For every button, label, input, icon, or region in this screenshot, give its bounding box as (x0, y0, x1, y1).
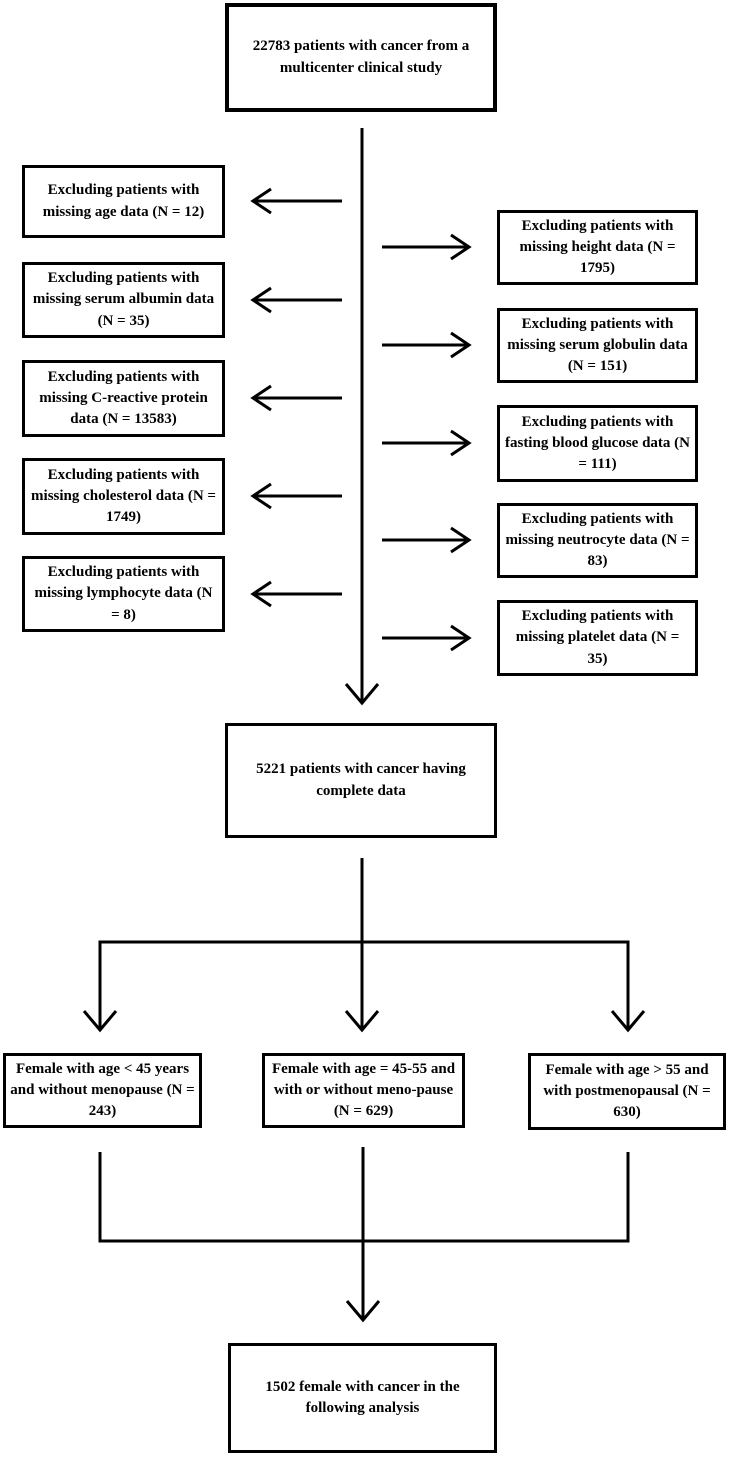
box-excl-serum-albumin: Excluding patients with missing serum al… (22, 262, 225, 338)
box-excl-serum-albumin-text: Excluding patients with missing serum al… (32, 270, 215, 329)
arrow-excl-serum-globulin (382, 331, 472, 359)
box-initial-cohort: 22783 patients with cancer from a multic… (225, 3, 497, 112)
arrow-excl-fasting-blood-glucose (382, 429, 472, 457)
box-initial-cohort-text: 22783 patients with cancer from a multic… (252, 38, 470, 76)
box-excl-fasting-blood-glucose-text: Excluding patients with fasting blood gl… (504, 413, 691, 473)
box-excl-platelet: Excluding patients with missing platelet… (497, 600, 698, 676)
box-excl-c-reactive-protein: Excluding patients with missing C-reacti… (22, 360, 225, 437)
box-excl-cholesterol: Excluding patients with missing choleste… (22, 458, 225, 535)
box-excl-height-text: Excluding patients with missing height d… (519, 217, 676, 277)
arrow-merge-to-final (345, 1300, 381, 1323)
box-female-under-45-text: Female with age < 45 years and without m… (10, 1060, 195, 1120)
box-excl-lymphocyte: Excluding patients with missing lymphocy… (22, 556, 225, 632)
box-excl-serum-globulin-text: Excluding patients with missing serum gl… (507, 315, 688, 375)
box-excl-age-text: Excluding patients with missing age data… (42, 182, 205, 220)
arrow-excl-c-reactive-protein (250, 384, 342, 412)
box-excl-serum-globulin: Excluding patients with missing serum gl… (497, 308, 698, 383)
arrow-excl-height (382, 233, 472, 261)
arrow-branch-right (610, 1010, 646, 1033)
box-excl-fasting-blood-glucose: Excluding patients with fasting blood gl… (497, 405, 698, 482)
arrow-initial-to-complete (344, 128, 380, 706)
box-excl-neutrocyte-text: Excluding patients with missing neutrocy… (505, 510, 690, 570)
box-excl-platelet-text: Excluding patients with missing platelet… (515, 608, 680, 667)
box-complete-data-text: 5221 patients with cancer having complet… (256, 761, 466, 799)
box-excl-height: Excluding patients with missing height d… (497, 210, 698, 285)
box-female-over-55-text: Female with age > 55 and with postmenopa… (543, 1061, 711, 1121)
box-complete-data: 5221 patients with cancer having complet… (225, 723, 497, 838)
merge-connector (98, 1147, 630, 1320)
arrow-excl-platelet (382, 624, 472, 652)
arrow-branch-left (82, 1010, 118, 1033)
arrow-branch-mid (344, 1010, 380, 1033)
box-excl-c-reactive-protein-text: Excluding patients with missing C-reacti… (39, 368, 208, 428)
arrow-excl-neutrocyte (382, 526, 472, 554)
box-final-analysis: 1502 female with cancer in the following… (228, 1343, 497, 1453)
box-female-45-55-text: Female with age = 45-55 and with or with… (271, 1060, 456, 1120)
box-female-over-55: Female with age > 55 and with postmenopa… (528, 1053, 726, 1130)
box-excl-neutrocyte: Excluding patients with missing neutrocy… (497, 503, 698, 578)
arrow-excl-age (250, 187, 342, 215)
box-female-45-55: Female with age = 45-55 and with or with… (262, 1053, 465, 1128)
box-excl-age: Excluding patients with missing age data… (22, 165, 225, 238)
arrow-excl-lymphocyte (250, 580, 342, 608)
box-final-analysis-text: 1502 female with cancer in the following… (265, 1378, 460, 1416)
arrow-excl-cholesterol (250, 482, 342, 510)
branch-connector (98, 858, 630, 1030)
box-excl-cholesterol-text: Excluding patients with missing choleste… (31, 466, 216, 526)
box-female-under-45: Female with age < 45 years and without m… (3, 1053, 202, 1128)
arrow-excl-serum-albumin (250, 286, 342, 314)
box-excl-lymphocyte-text: Excluding patients with missing lymphocy… (34, 564, 213, 623)
